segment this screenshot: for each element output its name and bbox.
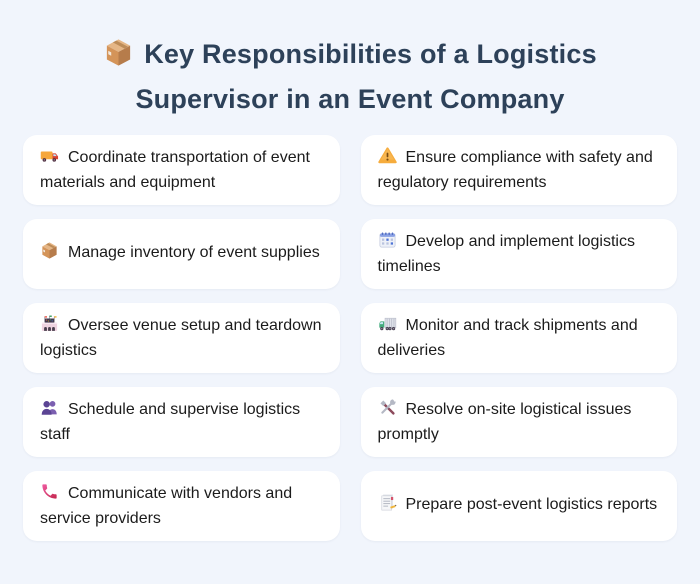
phone-icon [40, 482, 59, 509]
card-text: Coordinate transportation of event mater… [40, 148, 310, 192]
card-vendors: Communicate with vendors and service pro… [23, 471, 340, 541]
responsibilities-grid: Coordinate transportation of event mater… [23, 135, 677, 541]
card-venue-setup: Oversee venue setup and teardown logisti… [23, 303, 340, 373]
card-text: Oversee venue setup and teardown logisti… [40, 316, 322, 360]
page-header: Key Responsibilities of a Logistics Supe… [0, 0, 700, 119]
lorry-icon [378, 314, 397, 341]
card-reports: Prepare post-event logistics reports [360, 471, 677, 541]
warning-icon [377, 146, 397, 173]
card-shipments: Monitor and track shipments and deliveri… [360, 303, 677, 373]
title-line-1: Key Responsibilities of a Logistics [144, 39, 597, 69]
package-icon [40, 241, 59, 268]
card-staff: Schedule and supervise logistics staff [23, 387, 340, 457]
card-text: Resolve on-site logistical issues prompt… [377, 400, 632, 444]
card-text: Monitor and track shipments and deliveri… [377, 316, 638, 360]
delivery-truck-icon [40, 146, 59, 173]
title-line-2: Supervisor in an Event Company [135, 84, 565, 114]
tools-icon [378, 397, 397, 425]
card-transportation: Coordinate transportation of event mater… [23, 135, 340, 205]
card-text: Ensure compliance with safety and regula… [377, 148, 653, 192]
stadium-icon [40, 314, 59, 341]
page-title-line2: Supervisor in an Event Company [0, 79, 700, 119]
card-timelines: Develop and implement logistics timeline… [360, 219, 677, 289]
card-inventory: Manage inventory of event supplies [23, 219, 340, 289]
card-text: Manage inventory of event supplies [68, 243, 320, 261]
page-title: Key Responsibilities of a Logistics [0, 34, 700, 79]
card-text: Communicate with vendors and service pro… [40, 484, 293, 528]
package-icon [103, 37, 134, 79]
card-text: Schedule and supervise logistics staff [40, 400, 301, 444]
card-compliance: Ensure compliance with safety and regula… [360, 135, 677, 205]
people-icon [40, 398, 59, 425]
card-issues: Resolve on-site logistical issues prompt… [360, 387, 677, 457]
calendar-icon [378, 230, 397, 257]
report-icon [378, 493, 397, 520]
card-text: Develop and implement logistics timeline… [377, 232, 635, 276]
card-text: Prepare post-event logistics reports [405, 495, 658, 513]
